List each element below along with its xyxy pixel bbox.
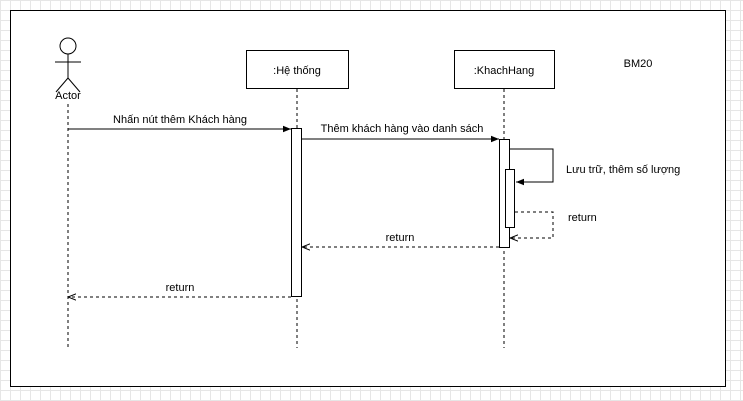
diagram-frame [10,10,726,387]
participant-khachhang-label: :KhachHang [474,65,535,77]
message-label: Nhấn nút thêm Khách hàng [113,114,247,126]
actor [55,37,81,93]
message-label: return [568,212,597,224]
actor-leg-right [67,77,81,93]
actor-label: Actor [55,90,81,102]
participant-he-thong-label: :Hệ thống [273,65,321,77]
diagram-tag: BM20 [624,58,653,70]
activation-he-thong [291,128,302,297]
participant-khachhang [454,50,555,89]
message-arrow [510,148,554,186]
message-arrow [510,211,554,238]
activation-khachhang-nested [505,169,515,228]
actor-leg-left [55,77,69,93]
participant-he-thong [246,50,349,89]
message-label: Thêm khách hàng vào danh sách [321,123,484,135]
message-label: return [166,282,195,294]
message-label: return [386,232,415,244]
message-label: Lưu trữ, thêm số lượng [566,164,680,176]
